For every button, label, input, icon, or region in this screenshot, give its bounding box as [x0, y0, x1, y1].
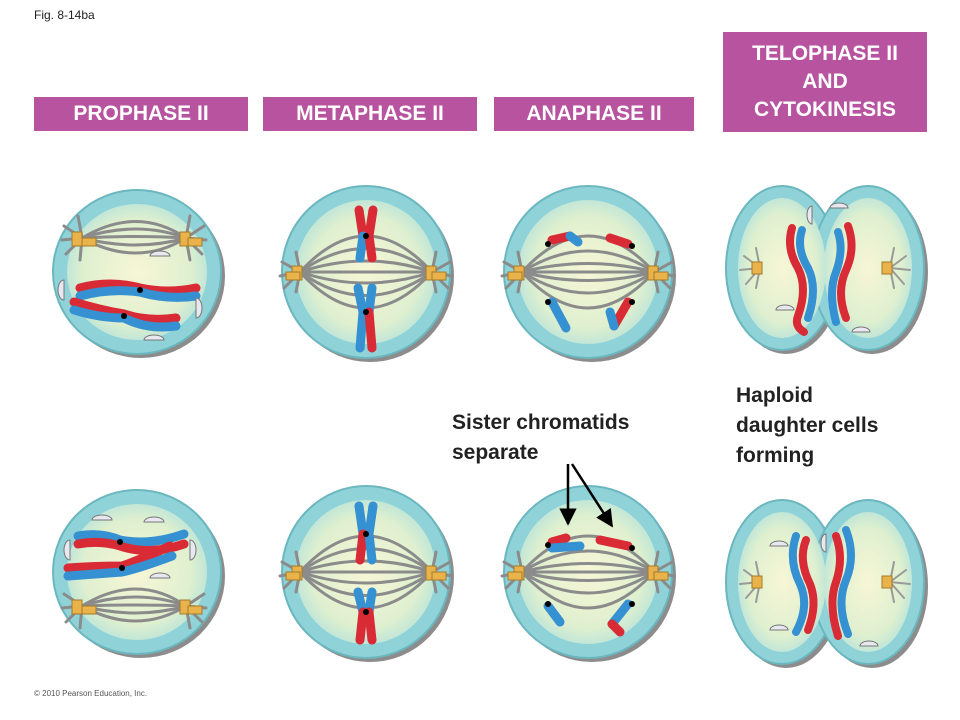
stage-label-anaphase-ii: ANAPHASE II — [494, 97, 694, 131]
cell-anaphase-top — [500, 185, 676, 362]
caption-haploid-line-3: forming — [736, 444, 815, 467]
telophase-line-2: AND — [802, 70, 848, 93]
cell-metaphase-bottom — [278, 485, 454, 662]
stage-label-telophase-ii: TELOPHASE II AND CYTOKINESIS — [723, 32, 927, 132]
caption-sister-chromatids: Sister chromatids separate — [452, 408, 629, 468]
telophase-line-1: TELOPHASE II — [752, 42, 898, 65]
cell-prophase-top — [52, 189, 225, 358]
caption-haploid: Haploid daughter cells forming — [736, 381, 878, 471]
figure-label: Fig. 8-14ba — [34, 8, 95, 22]
caption-haploid-line-1: Haploid — [736, 384, 813, 407]
stage-label-metaphase-ii: METAPHASE II — [263, 97, 477, 131]
copyright: © 2010 Pearson Education, Inc. — [34, 689, 148, 698]
pointer-arrows — [559, 463, 614, 528]
cell-telophase-top — [725, 185, 928, 354]
stage-label-prophase-ii: PROPHASE II — [34, 97, 248, 131]
caption-sister-line-1: Sister chromatids — [452, 411, 630, 434]
caption-sister-line-2: separate — [452, 441, 539, 464]
cell-metaphase-top — [278, 185, 454, 362]
cell-anaphase-bottom — [500, 485, 676, 662]
telophase-line-3: CYTOKINESIS — [754, 98, 896, 121]
cell-prophase-bottom — [52, 489, 225, 658]
cell-telophase-bottom — [725, 499, 928, 668]
caption-haploid-line-2: daughter cells — [736, 414, 879, 437]
